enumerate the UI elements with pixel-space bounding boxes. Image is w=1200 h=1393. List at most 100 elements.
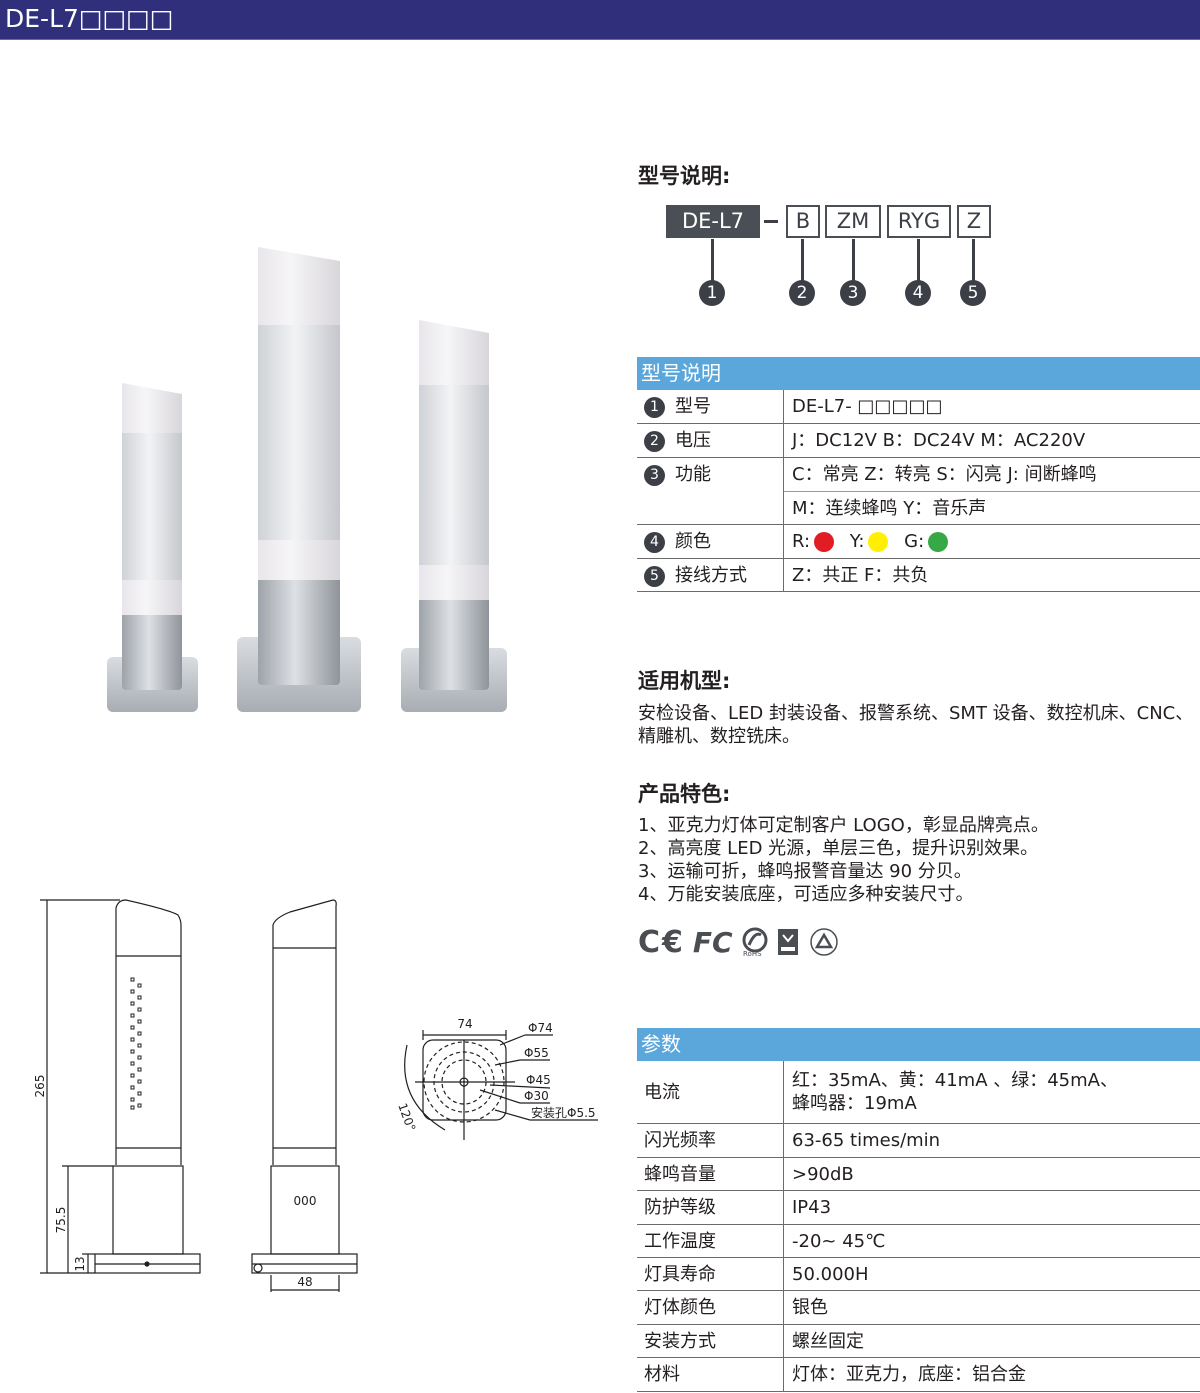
quality-mark-icon: [809, 928, 838, 956]
table-row: 工作温度 -20~ 45℃: [637, 1225, 1200, 1258]
param-label: 防护等级: [637, 1191, 784, 1224]
model-code-heading: 型号说明:: [638, 164, 731, 188]
fcc-mark-icon: FC: [692, 925, 733, 959]
feature-item: 4、万能安装底座，可适应多种安装尺寸。: [638, 884, 974, 905]
table-row: 蜂鸣音量 >90dB: [637, 1158, 1200, 1191]
side-mark: 000: [294, 1194, 317, 1208]
param-value: 红：35mA、黄：41mA 、绿：45mA、: [792, 1070, 1118, 1091]
applications-text: 安检设备、LED 封装设备、报警系统、SMT 设备、数控机床、CNC、精雕机、数…: [638, 703, 1194, 747]
param-label: 工作温度: [637, 1225, 784, 1257]
param-value: 螺丝固定: [792, 1331, 864, 1352]
dim-angle: 120°: [395, 1101, 418, 1133]
code-box-voltage: B: [786, 205, 820, 238]
dim-mount-hole: 安装孔Φ5.5: [531, 1105, 596, 1120]
color-label-green: G:: [904, 531, 925, 552]
sgs-mark-icon: [777, 929, 798, 955]
code-number-3: 3: [840, 280, 866, 306]
ce-mark-icon: C€: [638, 924, 685, 960]
table-row: 材料灯体：亚克力，底座：铝合金: [637, 1358, 1200, 1392]
side-view: 000 48: [251, 899, 358, 1292]
code-box-color: RYG: [887, 205, 951, 238]
param-value: 63-65 times/min: [792, 1130, 941, 1151]
table-row: 1 型号 DE-L7- □□□□□: [637, 390, 1200, 424]
row-value: Z：共正 F：共负: [792, 565, 929, 586]
red-dot-icon: [814, 532, 835, 552]
table-row: 灯具寿命 50.000H: [637, 1258, 1200, 1291]
dim-height-plate: 13: [73, 1256, 87, 1271]
row-value: DE-L7- □□□□□: [792, 396, 943, 417]
dim-height-total: 265: [33, 1075, 47, 1098]
row-value: J：DC12V B：DC24V M：AC220V: [792, 430, 1086, 451]
row-number: 5: [644, 565, 665, 587]
param-label: 灯具寿命: [637, 1258, 784, 1290]
param-label: 安装方式: [637, 1325, 784, 1357]
param-label: 灯体颜色: [637, 1291, 784, 1324]
table-row: 安装方式螺丝固定: [637, 1325, 1200, 1358]
dim-d30: Φ30: [524, 1089, 549, 1103]
yellow-dot-icon: [868, 532, 889, 552]
code-box-series: DE-L7: [666, 205, 760, 238]
param-value-2: 蜂鸣器：19mA: [792, 1093, 917, 1114]
code-box-function: ZM: [825, 205, 881, 238]
svg-text:RoHS: RoHS: [743, 950, 762, 957]
dim-d74: Φ74: [528, 1021, 553, 1035]
code-number-4: 4: [905, 280, 931, 306]
row-label: 接线方式: [675, 565, 747, 586]
param-value: IP43: [792, 1197, 832, 1218]
code-number-2: 2: [789, 280, 815, 306]
code-number-5: 5: [960, 280, 986, 306]
features-list: 1、亚克力灯体可定制客户 LOGO，彰显品牌亮点。 2、高亮度 LED 光源，单…: [638, 814, 1198, 906]
row-value-2: M：连续蜂鸣 Y：音乐声: [792, 498, 987, 519]
green-dot-icon: [928, 532, 949, 552]
param-value: 银色: [792, 1297, 828, 1318]
code-number-1: 1: [699, 280, 725, 306]
table-row: 电流 红：35mA、黄：41mA 、绿：45mA、 蜂鸣器：19mA: [637, 1061, 1200, 1124]
param-label: 闪光频率: [637, 1124, 784, 1157]
params-table: 参数 电流 红：35mA、黄：41mA 、绿：45mA、 蜂鸣器：19mA 闪光…: [637, 1028, 1200, 1392]
dim-d45: Φ45: [526, 1073, 551, 1087]
param-value: -20~ 45℃: [792, 1231, 886, 1252]
table-row: 灯体颜色银色: [637, 1291, 1200, 1325]
param-label: 蜂鸣音量: [637, 1158, 784, 1190]
page-title: DE-L7□□□□: [5, 4, 174, 33]
dim-base-width: 74: [457, 1017, 472, 1031]
row-label: 型号: [675, 396, 711, 417]
base-top-view: 74 Φ74 Φ55 Φ45 Φ30 安装孔Φ5.5 120°: [395, 1017, 598, 1140]
row-label: 功能: [675, 464, 711, 485]
front-view: 265 75.5 13: [33, 899, 201, 1274]
param-value: >90dB: [792, 1164, 854, 1185]
param-value: 灯体：亚克力，底座：铝合金: [792, 1364, 1026, 1385]
code-box-wiring: Z: [957, 205, 991, 238]
rohs-mark-icon: RoHS: [742, 927, 768, 957]
feature-item: 2、高亮度 LED 光源，单层三色，提升识别效果。: [638, 838, 1039, 859]
page-header: DE-L7□□□□: [0, 0, 1200, 40]
row-value: C：常亮 Z：转亮 S：闪亮 J: 间断蜂鸣: [784, 458, 1200, 492]
row-number: 2: [644, 430, 665, 452]
feature-item: 3、运输可折，蜂鸣报警音量达 90 分贝。: [638, 861, 972, 882]
row-number: 1: [644, 396, 665, 418]
table-row: 3 功能 C：常亮 Z：转亮 S：闪亮 J: 间断蜂鸣 M：连续蜂鸣 Y：音乐声: [637, 458, 1200, 525]
param-value: 50.000H: [792, 1264, 869, 1285]
param-label: 电流: [637, 1061, 784, 1123]
applications-heading: 适用机型:: [638, 669, 731, 693]
table-row: 闪光频率 63-65 times/min: [637, 1124, 1200, 1158]
certification-logos: C€ FC RoHS: [638, 924, 841, 960]
dim-d55: Φ55: [524, 1046, 549, 1060]
row-number: 3: [644, 464, 665, 486]
model-table-title: 型号说明: [637, 357, 1200, 390]
row-number: 4: [644, 531, 665, 553]
table-row: 防护等级 IP43: [637, 1191, 1200, 1225]
dim-height-base: 75.5: [54, 1207, 68, 1234]
table-row: 5 接线方式 Z：共正 F：共负: [637, 559, 1200, 592]
product-photo: [0, 0, 600, 760]
color-label-red: R:: [792, 531, 811, 552]
dimension-drawing: 265 75.5 13 000 48 74 Φ74 Φ55 Φ45 Φ30 安装…: [33, 899, 598, 1292]
param-label: 材料: [637, 1358, 784, 1391]
row-value-colors: R: Y: G:: [792, 525, 1200, 559]
features-heading: 产品特色:: [638, 782, 731, 806]
feature-item: 1、亚克力灯体可定制客户 LOGO，彰显品牌亮点。: [638, 815, 1049, 836]
dim-width-body: 48: [297, 1275, 312, 1289]
params-table-title: 参数: [637, 1028, 1200, 1061]
row-label: 颜色: [675, 531, 711, 552]
